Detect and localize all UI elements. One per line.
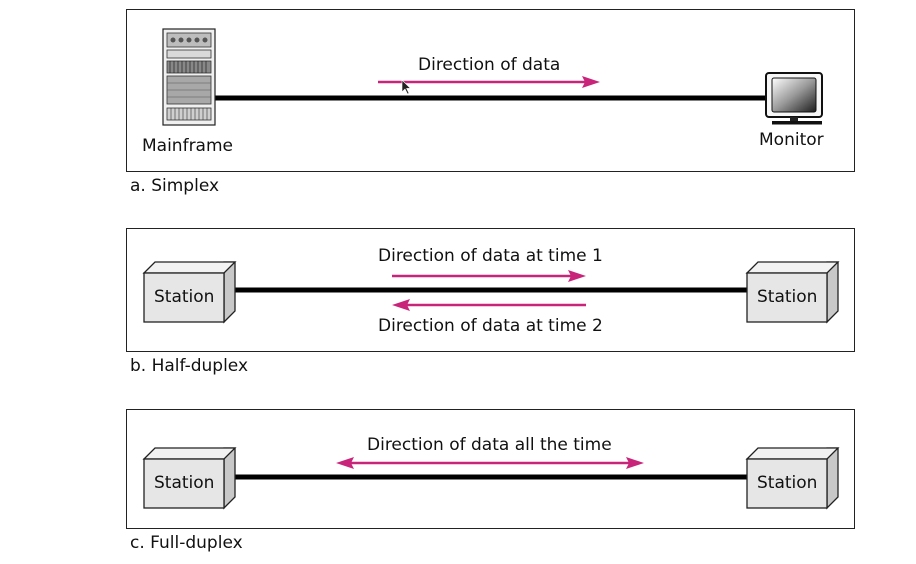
simplex-direction-arrow: [378, 76, 600, 88]
mainframe-icon: [162, 28, 216, 126]
mainframe-label: Mainframe: [142, 136, 233, 156]
half-duplex-time1-label: Direction of data at time 1: [378, 246, 603, 266]
half-duplex-time1-arrow: [392, 270, 586, 282]
half-duplex-panel: [126, 228, 855, 352]
full-duplex-bidirectional-arrow: [336, 457, 644, 469]
full-duplex-right-station-box: [745, 447, 840, 510]
full-duplex-arrow-label: Direction of data all the time: [367, 435, 612, 455]
half-duplex-left-station-box: [142, 261, 237, 324]
full-duplex-caption: c. Full-duplex: [130, 533, 243, 553]
half-duplex-right-station-box: [745, 261, 840, 324]
half-duplex-caption: b. Half-duplex: [130, 356, 249, 376]
full-duplex-right-station-label: Station: [757, 473, 818, 493]
monitor-label: Monitor: [759, 130, 824, 150]
mouse-cursor-icon: [401, 79, 412, 95]
monitor-icon: [765, 72, 823, 125]
half-duplex-left-station-label: Station: [154, 287, 215, 307]
half-duplex-time2-label: Direction of data at time 2: [378, 316, 603, 336]
simplex-caption: a. Simplex: [130, 176, 220, 196]
full-duplex-left-station-box: [142, 447, 237, 510]
simplex-panel: [126, 9, 855, 172]
full-duplex-left-station-label: Station: [154, 473, 215, 493]
full-duplex-panel: [126, 409, 855, 529]
simplex-arrow-label: Direction of data: [418, 55, 561, 75]
half-duplex-time2-arrow: [392, 299, 586, 311]
half-duplex-right-station-label: Station: [757, 287, 818, 307]
